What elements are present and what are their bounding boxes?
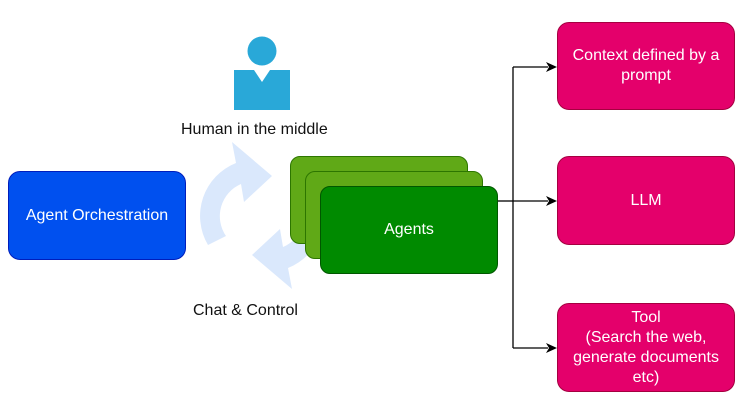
chat-control-label: Chat & Control	[193, 302, 298, 319]
tool-label: Tool (Search the web, generate documents…	[573, 308, 719, 386]
agent-orchestration-node: Agent Orchestration	[8, 171, 186, 260]
agent-orchestration-label: Agent Orchestration	[25, 206, 169, 224]
context-node: Context defined by a prompt	[557, 22, 735, 110]
llm-label: LLM	[630, 191, 662, 209]
arrowheads	[546, 62, 557, 353]
llm-node: LLM	[557, 156, 735, 245]
agents-node: Agents	[320, 186, 498, 274]
human-in-the-middle-label: Human in the middle	[181, 121, 328, 138]
connector-lines	[498, 66, 548, 349]
context-label: Context defined by a prompt	[572, 47, 720, 84]
tool-node: Tool (Search the web, generate documents…	[557, 303, 735, 392]
agents-label: Agents	[384, 221, 434, 238]
person-icon	[234, 36, 290, 110]
